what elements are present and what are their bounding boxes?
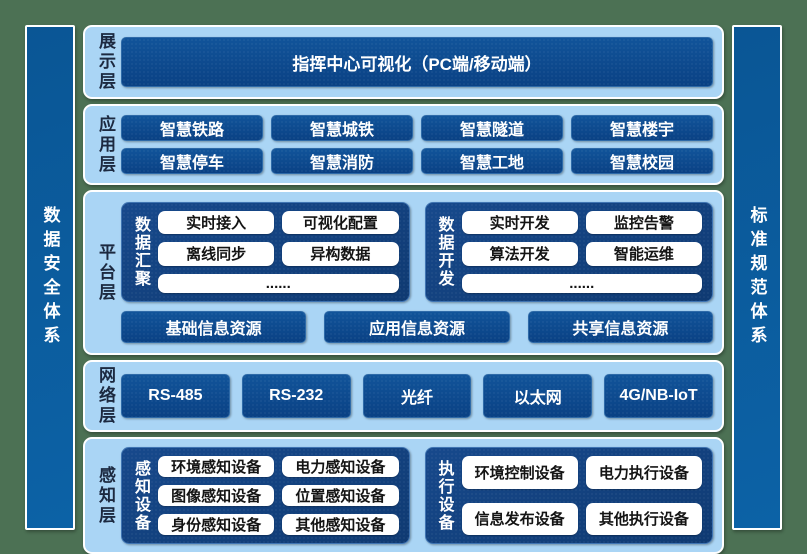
app-box-smart-parking: 智慧停车 [121, 148, 263, 174]
app-box-smart-worksite: 智慧工地 [421, 148, 563, 174]
box-other-sensing-device: 其他感知设备 [282, 514, 399, 535]
data-aggregation-group-title: 数据汇聚 [132, 216, 149, 288]
app-box-smart-tunnel: 智慧隧道 [421, 115, 563, 141]
box-4g-nbiot: 4G/NB-IoT [604, 374, 713, 418]
box-realtime-access: 实时接入 [158, 211, 275, 235]
box-algorithm-dev: 算法开发 [461, 242, 578, 266]
presentation-layer-label: 展示层 [96, 32, 115, 92]
application-layer-label: 应用层 [96, 114, 115, 175]
app-box-smart-campus: 智慧校园 [571, 148, 713, 174]
sensing-devices-group: 感知设备 环境感知设备 电力感知设备 图像感知设备 位置感知设备 身份感知设备 … [121, 447, 410, 544]
box-optical-fiber: 光纤 [362, 374, 472, 418]
data-development-group: 数据开发 实时开发 监控告警 算法开发 智能运维 ...... [424, 202, 713, 302]
box-aggregation-more: ...... [158, 273, 399, 293]
sensing-devices-group-title: 感知设备 [132, 459, 149, 532]
box-rs232: RS-232 [241, 374, 351, 418]
network-layer-label: 网络层 [96, 366, 115, 426]
execution-devices-group: 执行设备 环境控制设备 电力执行设备 信息发布设备 其他执行设备 [424, 447, 713, 544]
data-aggregation-grid: 实时接入 可视化配置 离线同步 异构数据 ...... [158, 211, 399, 293]
perception-layer-label: 感知层 [96, 465, 115, 526]
data-development-grid: 实时开发 监控告警 算法开发 智能运维 ...... [461, 211, 702, 293]
platform-layer-content: 数据汇聚 实时接入 可视化配置 离线同步 异构数据 ...... 数据开发 实时… [121, 196, 713, 349]
box-shared-info-resources: 共享信息资源 [527, 311, 713, 343]
box-info-publishing-device: 信息发布设备 [461, 502, 578, 535]
box-image-sensing-device: 图像感知设备 [158, 485, 275, 506]
application-layer-content: 智慧铁路 智慧城铁 智慧隧道 智慧楼宇 智慧停车 智慧消防 智慧工地 智慧校园 [121, 110, 713, 179]
presentation-layer-content: 指挥中心可视化（PC端/移动端） [121, 31, 713, 93]
app-box-smart-metro: 智慧城铁 [271, 115, 413, 141]
box-location-sensing-device: 位置感知设备 [282, 485, 399, 506]
perception-layer-content: 感知设备 环境感知设备 电力感知设备 图像感知设备 位置感知设备 身份感知设备 … [121, 443, 713, 548]
perception-layer-panel: 感知层 感知设备 环境感知设备 电力感知设备 图像感知设备 位置感知设备 身份感… [83, 437, 724, 554]
platform-resources-row: 基础信息资源 应用信息资源 共享信息资源 [121, 311, 713, 343]
box-env-control-device: 环境控制设备 [461, 456, 578, 489]
data-security-pillar: 数据安全体系 [25, 25, 75, 530]
box-application-info-resources: 应用信息资源 [324, 311, 510, 343]
box-visual-config: 可视化配置 [282, 211, 399, 235]
box-monitoring-alert: 监控告警 [585, 211, 702, 235]
presentation-layer-panel: 展示层 指挥中心可视化（PC端/移动端） [83, 25, 724, 99]
box-basic-info-resources: 基础信息资源 [121, 311, 307, 343]
data-aggregation-group: 数据汇聚 实时接入 可视化配置 离线同步 异构数据 ...... [121, 202, 410, 302]
box-rs485: RS-485 [121, 374, 230, 418]
platform-groups-row: 数据汇聚 实时接入 可视化配置 离线同步 异构数据 ...... 数据开发 实时… [121, 202, 713, 302]
command-center-visualization-box: 指挥中心可视化（PC端/移动端） [121, 37, 713, 87]
layer-stack: 展示层 指挥中心可视化（PC端/移动端） 应用层 智慧铁路 智慧城铁 智慧隧道 … [83, 25, 724, 554]
data-development-group-title: 数据开发 [435, 216, 453, 288]
standards-pillar-label: 标准规范体系 [747, 205, 767, 350]
data-security-pillar-label: 数据安全体系 [40, 205, 60, 350]
network-layer-panel: 网络层 RS-485 RS-232 光纤 以太网 4G/NB-IoT [83, 360, 724, 432]
app-box-smart-railway: 智慧铁路 [121, 115, 263, 141]
box-other-execution-device: 其他执行设备 [585, 502, 702, 535]
platform-layer-label: 平台层 [96, 242, 115, 303]
sensing-devices-grid: 环境感知设备 电力感知设备 图像感知设备 位置感知设备 身份感知设备 其他感知设… [158, 456, 399, 535]
network-layer-content: RS-485 RS-232 光纤 以太网 4G/NB-IoT [121, 366, 713, 426]
box-power-execution-device: 电力执行设备 [585, 456, 702, 489]
application-layer-panel: 应用层 智慧铁路 智慧城铁 智慧隧道 智慧楼宇 智慧停车 智慧消防 智慧工地 智… [83, 104, 724, 185]
box-identity-sensing-device: 身份感知设备 [158, 514, 275, 535]
standards-pillar: 标准规范体系 [732, 25, 782, 530]
platform-layer-panel: 平台层 数据汇聚 实时接入 可视化配置 离线同步 异构数据 ...... [83, 190, 724, 355]
app-box-smart-firefighting: 智慧消防 [271, 148, 413, 174]
box-realtime-dev: 实时开发 [461, 211, 578, 235]
box-power-sensing-device: 电力感知设备 [282, 456, 399, 477]
box-development-more: ...... [461, 273, 702, 293]
execution-devices-group-title: 执行设备 [435, 459, 453, 532]
execution-devices-grid: 环境控制设备 电力执行设备 信息发布设备 其他执行设备 [461, 456, 702, 535]
box-heterogeneous-data: 异构数据 [282, 242, 399, 266]
box-intelligent-ops: 智能运维 [585, 242, 702, 266]
app-box-smart-building: 智慧楼宇 [571, 115, 713, 141]
box-offline-sync: 离线同步 [158, 242, 275, 266]
box-env-sensing-device: 环境感知设备 [158, 456, 275, 477]
box-ethernet: 以太网 [483, 374, 593, 418]
